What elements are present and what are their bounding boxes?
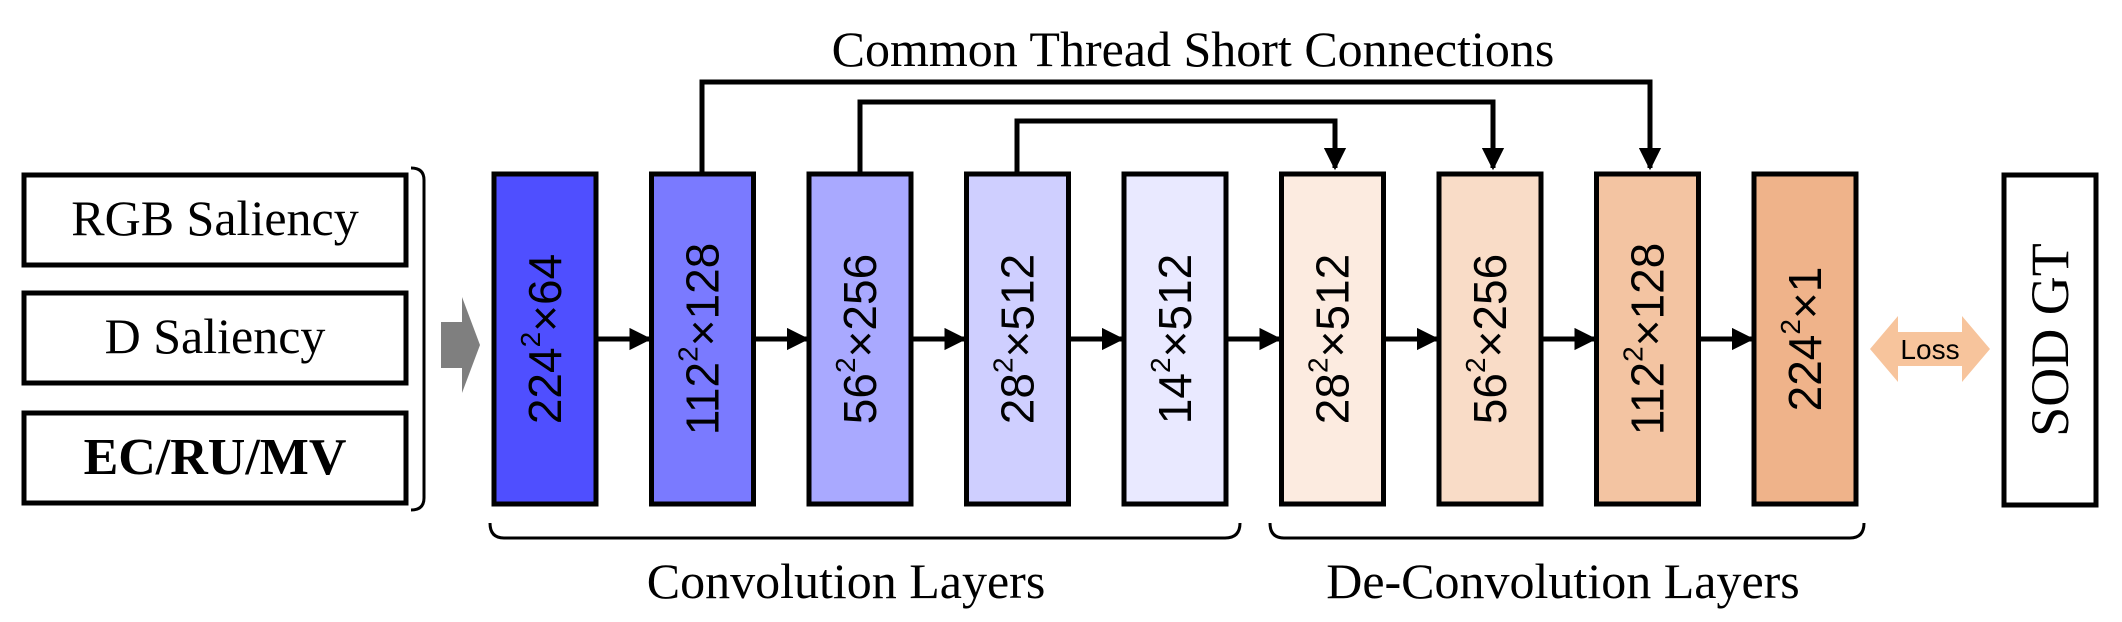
loss-arrow-icon — [1870, 316, 1990, 382]
layer-size-label: 1122×128 — [1617, 243, 1674, 436]
layer-size-label: 562×256 — [1460, 254, 1517, 424]
layer-rect — [1436, 171, 1544, 507]
layer-size-label: 2242×1 — [1775, 267, 1832, 412]
layer-rect — [806, 171, 914, 507]
layer-box-2: 1122×128 — [649, 171, 756, 507]
skip-connections — [699, 79, 1662, 174]
deconv-brace — [1268, 522, 1866, 540]
deconv-group-label: De-Convolution Layers — [1326, 553, 1800, 609]
conv-brace — [488, 522, 1242, 540]
ground-truth-box: SOD GT — [2001, 172, 2099, 508]
layer-size-label: 2242×64 — [515, 254, 572, 424]
layer-rect — [964, 171, 1071, 507]
input-label-rgb-saliency: RGB Saliency — [71, 190, 358, 246]
layer-box-9: 2242×1 — [1751, 171, 1859, 507]
layer-box-6: 282×512 — [1279, 171, 1386, 507]
layer-box-5: 142×512 — [1121, 171, 1229, 507]
loss-label: Loss — [1900, 334, 1959, 365]
layer-stack: 2242×64 1122×128 562×256 282×512 142×512 282×… — [491, 171, 1859, 507]
input-label-d-saliency: D Saliency — [105, 308, 326, 364]
input-arrow-icon — [441, 297, 480, 393]
layer-size-label: 282×512 — [1302, 254, 1359, 424]
input-label-ec-ru-mv: EC/RU/MV — [84, 429, 347, 486]
layer-size-label: 1122×128 — [672, 243, 729, 436]
skip-connection-middle — [857, 99, 1505, 174]
layer-size-label: 142×512 — [1145, 254, 1202, 424]
skip-connection-inner — [1014, 118, 1347, 174]
input-d-saliency: D Saliency — [21, 290, 409, 386]
layer-rect — [1751, 171, 1859, 507]
layer-rect — [1279, 171, 1386, 507]
layer-box-1: 2242×64 — [491, 171, 599, 507]
layer-box-4: 282×512 — [964, 171, 1071, 507]
skip-connection-outer — [699, 79, 1662, 174]
layer-size-label: 562×256 — [830, 254, 887, 424]
skip-connections-title: Common Thread Short Connections — [832, 21, 1555, 77]
ground-truth-label: SOD GT — [2020, 243, 2080, 437]
layer-size-label: 282×512 — [987, 254, 1044, 424]
conv-group-label: Convolution Layers — [647, 553, 1046, 609]
layer-box-3: 562×256 — [806, 171, 914, 507]
input-rgb-saliency: RGB Saliency — [21, 172, 409, 268]
layer-rect — [1594, 171, 1701, 507]
layer-rect — [491, 171, 599, 507]
input-ec-ru-mv: EC/RU/MV — [21, 410, 409, 506]
input-brace — [410, 166, 426, 512]
layer-rect — [649, 171, 756, 507]
layer-box-8: 1122×128 — [1594, 171, 1701, 507]
layer-box-7: 562×256 — [1436, 171, 1544, 507]
